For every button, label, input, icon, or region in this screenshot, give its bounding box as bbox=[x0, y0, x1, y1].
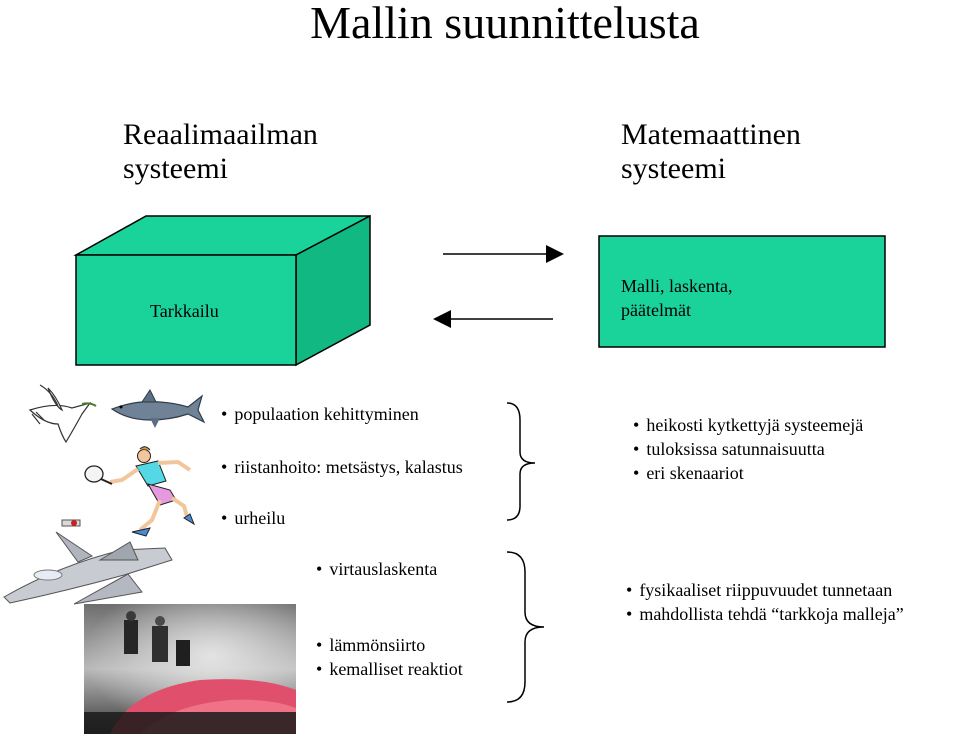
bullet-population: populaation kehittyminen bbox=[221, 403, 418, 425]
arrow-right-icon bbox=[443, 245, 564, 263]
real-world-box bbox=[73, 214, 371, 367]
page-title: Mallin suunnittelusta bbox=[310, 0, 700, 48]
shark-icon bbox=[110, 389, 206, 428]
arrow-left-icon bbox=[433, 310, 553, 328]
bullet-chemical-reactions: kemalliset reaktiot bbox=[316, 658, 462, 680]
model-label: Malli, laskenta, päätelmät bbox=[621, 276, 733, 320]
bullet-flow-computation: virtauslaskenta bbox=[316, 558, 437, 580]
math-system-heading: Matemaattinen systeemi bbox=[621, 118, 801, 185]
dove-icon bbox=[28, 384, 97, 444]
brace-group1 bbox=[506, 402, 536, 521]
note-randomness: tuloksissa satunnaisuutta bbox=[633, 438, 825, 460]
bullet-heat-transfer: lämmönsiirto bbox=[316, 634, 425, 656]
bullet-game-management: riistanhoito: metsästys, kalastus bbox=[221, 456, 462, 478]
jet-aircraft-icon bbox=[3, 519, 173, 605]
note-scenarios: eri skenaariot bbox=[633, 462, 743, 484]
math-system-box bbox=[598, 235, 886, 348]
note-weakly-coupled: heikosti kytkettyjä systeemejä bbox=[633, 414, 863, 436]
tennis-player-icon bbox=[84, 446, 196, 537]
brace-group2 bbox=[506, 551, 545, 703]
note-accurate-models: mahdollista tehdä “tarkkoja malleja” bbox=[626, 603, 903, 625]
bullet-sports: urheilu bbox=[221, 507, 285, 529]
observation-label: Tarkkailu bbox=[150, 301, 219, 321]
note-physical-dependencies: fysikaaliset riippuvuudet tunnetaan bbox=[626, 579, 892, 601]
real-world-system-heading: Reaalimaailman systeemi bbox=[123, 118, 318, 185]
foundry-photo bbox=[84, 604, 296, 734]
